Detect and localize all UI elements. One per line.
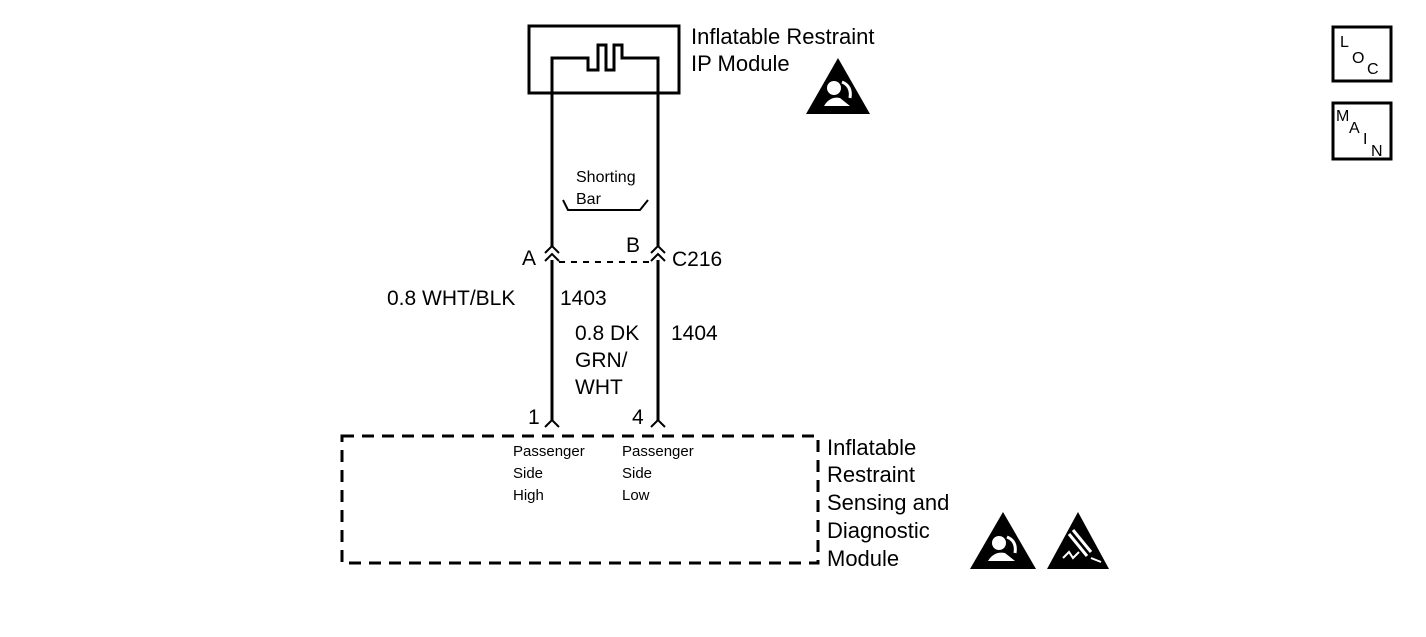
sdm-pin-4-number: 4	[632, 406, 644, 429]
main-letter-i: I	[1363, 131, 1367, 148]
ip-module-label-1: Inflatable Restraint	[691, 24, 874, 49]
sdm-label-2: Restraint	[827, 462, 915, 487]
ip-module-label-2: IP Module	[691, 51, 790, 76]
connector-id-label: C216	[672, 248, 722, 271]
connector-pin-a-chevron	[544, 244, 560, 262]
sdm-pin-1-desc-1: Passenger	[513, 443, 585, 460]
sdm-pin-4-desc-1: Passenger	[622, 443, 694, 460]
connector-pin-b-chevron	[650, 244, 666, 262]
sdm-label-4: Diagnostic	[827, 518, 930, 543]
connector-pin-a-label: A	[522, 247, 536, 270]
wire-1404-color-2: GRN/	[575, 349, 628, 372]
loc-button[interactable]: L O C	[1331, 25, 1393, 83]
wire-1404-color-1: 0.8 DK	[575, 322, 639, 345]
main-letter-m: M	[1336, 108, 1349, 125]
main-letter-n: N	[1371, 143, 1383, 160]
sdm-pin-4-desc-3: Low	[622, 487, 650, 504]
loc-letter-o: O	[1352, 50, 1364, 67]
airbag-warning-icon	[970, 512, 1036, 569]
loc-letter-c: C	[1367, 61, 1379, 78]
wire-1404-color-3: WHT	[575, 376, 623, 399]
sdm-label-1: Inflatable	[827, 435, 916, 460]
squib-element	[550, 43, 660, 93]
sdm-module: Passenger Side High Passenger Side Low I…	[340, 434, 949, 571]
sdm-pin-1-desc-3: High	[513, 487, 544, 504]
wire-1403-circuit: 1403	[560, 287, 607, 310]
ip-module: Inflatable Restraint IP Module	[527, 24, 874, 95]
sdm-module-box	[340, 434, 820, 565]
loc-letter-l: L	[1340, 34, 1349, 51]
sdm-label-5: Module	[827, 546, 899, 571]
esd-warning-icon	[1047, 512, 1109, 569]
sdm-pin-1-number: 1	[528, 406, 540, 429]
sdm-label-3: Sensing and	[827, 490, 949, 515]
shorting-bar-shape	[562, 199, 649, 211]
shorting-bar: Shorting Bar	[562, 169, 649, 211]
sdm-pin-4-chevron	[650, 418, 666, 428]
main-letter-a: A	[1349, 120, 1360, 137]
main-button[interactable]: M A I N	[1331, 101, 1393, 161]
connector-c216: A B C216	[522, 234, 722, 271]
sdm-pin-1-chevron	[544, 418, 560, 428]
connector-pin-b-label: B	[626, 234, 640, 257]
shorting-bar-label-1: Shorting	[576, 169, 636, 186]
shorting-bar-label-2: Bar	[576, 191, 602, 208]
airbag-warning-icon	[806, 58, 870, 114]
wire-1404-circuit: 1404	[671, 322, 718, 345]
sdm-pin-1-desc-2: Side	[513, 465, 543, 482]
sdm-pin-4-desc-2: Side	[622, 465, 652, 482]
wire-1403-color: 0.8 WHT/BLK	[387, 287, 515, 310]
ip-module-box	[527, 24, 681, 95]
